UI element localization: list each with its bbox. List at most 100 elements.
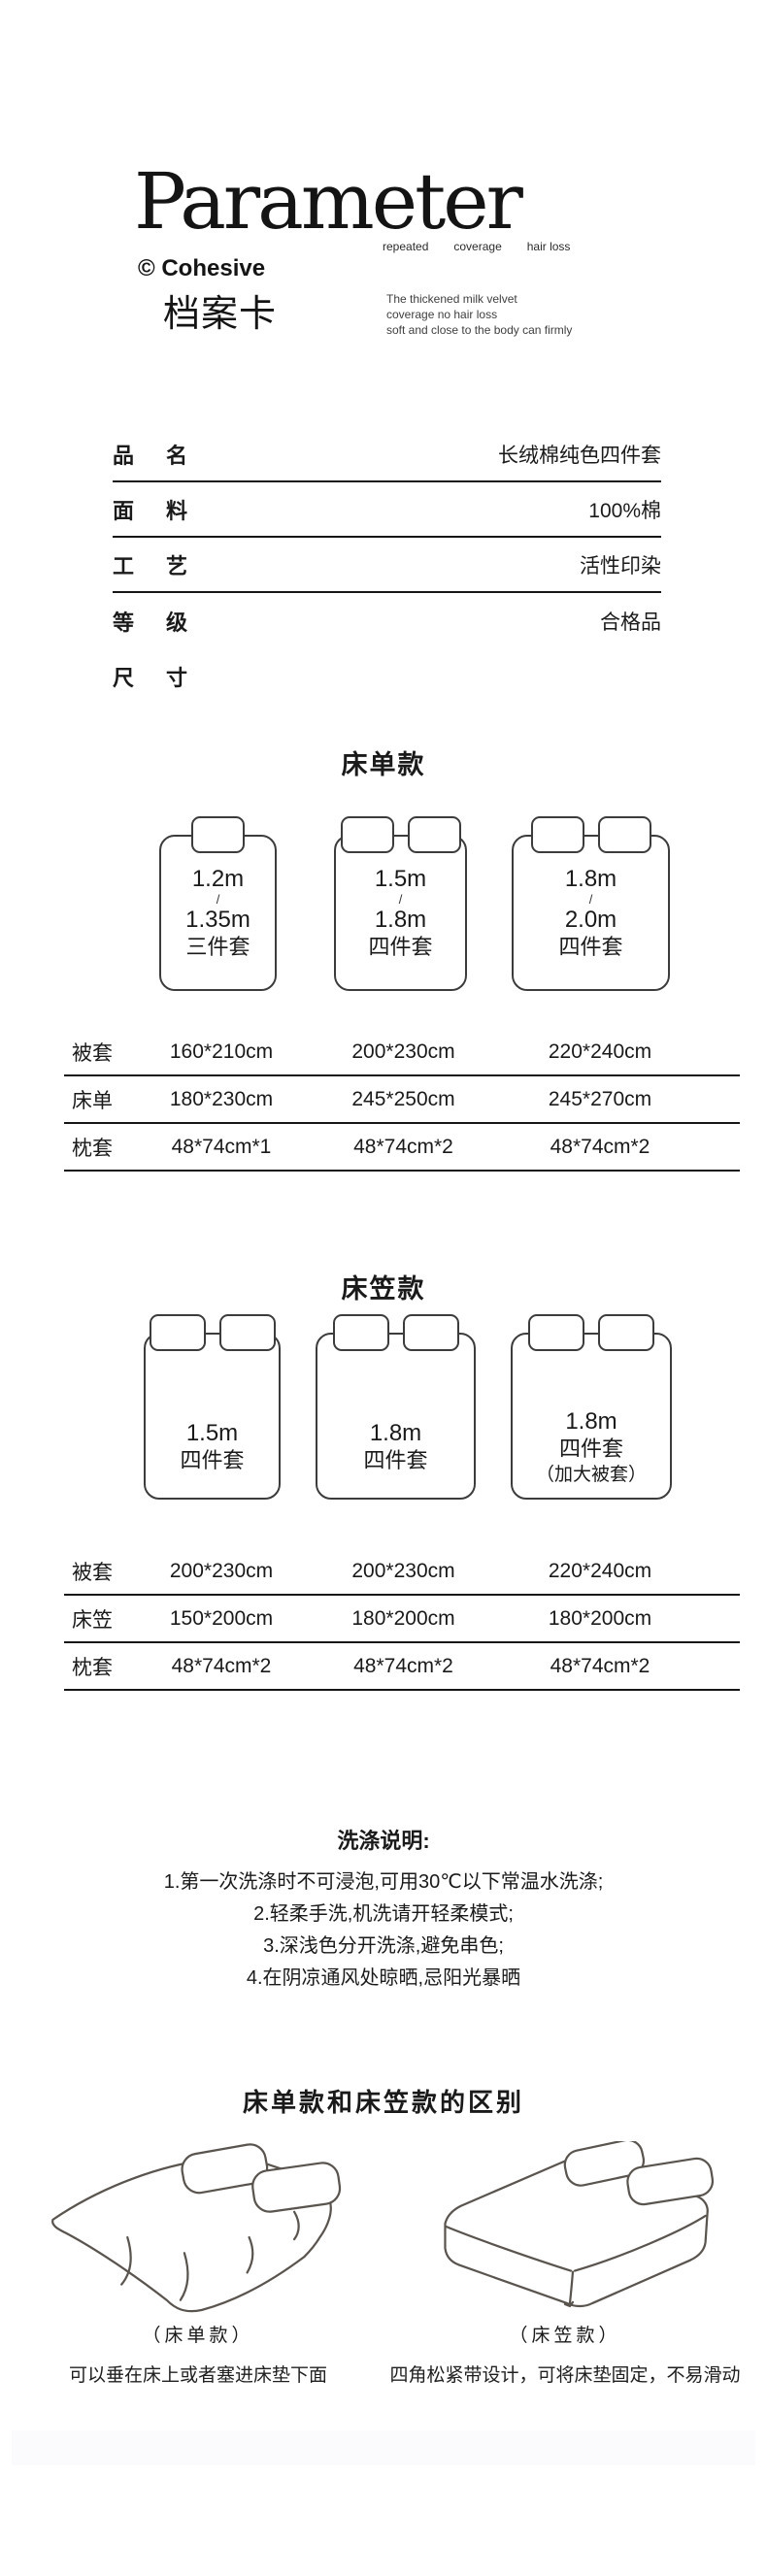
pillow-icon — [530, 816, 584, 853]
header-desc-line: soft and close to the body can firmly — [386, 323, 573, 337]
header-keywords: repeated coverage hair loss — [383, 240, 570, 253]
bed-diagram-1p2m: 1.2m / 1.35m 三件套 — [159, 816, 277, 991]
washing-line: 4.在阴凉通风处晾晒,忌阳光暴晒 — [246, 1967, 521, 1989]
keyword-coverage: coverage — [453, 240, 502, 253]
pillow-icon — [597, 816, 651, 853]
page-title: Parameter — [134, 156, 523, 247]
keyword-repeated: repeated — [383, 240, 429, 253]
spec-value: 100%棉 — [588, 499, 661, 522]
pillow-icon — [332, 1314, 389, 1351]
fitted-size-table: 被套 200*230cm 200*230cm 220*240cm 床笠 150*… — [64, 1548, 740, 1691]
header-desc-line: The thickened milk velvet — [386, 292, 517, 306]
bed-body: 1.5m / 1.8m 四件套 — [334, 835, 467, 991]
bed-body: 1.8m 四件套 — [316, 1333, 476, 1500]
fitted-style-caption: （床笠款） — [509, 2326, 621, 2346]
cell-value: 180*200cm — [548, 1606, 652, 1630]
bed-note: （加大被套） — [535, 1465, 647, 1485]
cell-value: 200*230cm — [351, 1040, 455, 1063]
cell-value: 160*210cm — [169, 1040, 274, 1063]
keyword-hair-loss: hair loss — [526, 240, 571, 253]
cell-value: 220*240cm — [548, 1559, 652, 1582]
bed-diagram-fitted-1p5m: 1.5m 四件套 — [144, 1314, 281, 1500]
bed-size-slash: / — [398, 891, 403, 907]
bed-body: 1.8m / 2.0m 四件套 — [512, 835, 670, 991]
bed-set-label: 四件套 — [368, 934, 433, 959]
bed-size-1: 1.8m — [369, 1420, 422, 1446]
washing-line: 1.第一次洗涤时不可浸泡,可用30℃以下常温水洗涤; — [163, 1871, 604, 1893]
cell-value: 48*74cm*1 — [171, 1135, 272, 1158]
spec-value: 活性印染 — [580, 554, 661, 578]
cell-value: 48*74cm*2 — [171, 1654, 272, 1677]
pillow-row — [530, 816, 651, 853]
pillow-icon — [340, 816, 394, 853]
washing-line: 2.轻柔手洗,机洗请开轻柔模式; — [253, 1903, 514, 1925]
bed-set-label: 四件套 — [558, 934, 623, 959]
cell-value: 200*230cm — [351, 1559, 455, 1582]
sheet-style-description: 可以垂在床上或者塞进床垫下面 — [68, 2365, 327, 2386]
bed-diagram-fitted-1p8m: 1.8m 四件套 — [316, 1314, 476, 1500]
header-description: The thickened milk velvet coverage no ha… — [386, 291, 572, 338]
pillow-row — [332, 1314, 459, 1351]
row-label: 床单 — [72, 1089, 113, 1112]
sheet-style-bed-illustration — [37, 2141, 351, 2322]
bed-diagram-fitted-1p8m-xl: 1.8m 四件套 （加大被套） — [511, 1314, 672, 1500]
pillow-icon — [218, 1314, 276, 1351]
cell-value: 220*240cm — [548, 1040, 652, 1063]
pillow-row — [340, 816, 461, 853]
table-row-sheet: 床单 180*230cm 245*250cm 245*270cm — [64, 1076, 740, 1124]
spec-label: 面料 — [113, 498, 220, 523]
cell-value: 48*74cm*2 — [353, 1654, 453, 1677]
cell-value: 150*200cm — [169, 1606, 274, 1630]
sheet-style-caption: （床单款） — [142, 2326, 254, 2346]
table-row-duvet: 被套 200*230cm 200*230cm 220*240cm — [64, 1548, 740, 1596]
sheet-size-table: 被套 160*210cm 200*230cm 220*240cm 床单 180*… — [64, 1029, 740, 1172]
pillow-row — [528, 1314, 654, 1351]
bed-size-2: 1.8m — [374, 906, 427, 933]
bottom-band — [12, 2430, 755, 2465]
bed-size-slash: / — [216, 891, 220, 907]
table-row-pillowcase: 枕套 48*74cm*1 48*74cm*2 48*74cm*2 — [64, 1124, 740, 1172]
table-row-pillowcase: 枕套 48*74cm*2 48*74cm*2 48*74cm*2 — [64, 1643, 740, 1691]
fitted-section-title: 床笠款 — [341, 1274, 426, 1304]
pillow-icon — [598, 1314, 654, 1351]
spec-row-fabric: 面料 100%棉 — [113, 482, 661, 538]
sheet-section-title: 床单款 — [341, 750, 426, 779]
pillow-icon — [528, 1314, 584, 1351]
washing-instructions: 洗涤说明: 1.第一次洗涤时不可浸泡,可用30℃以下常温水洗涤; 2.轻柔手洗,… — [0, 1825, 767, 1995]
subtitle-cn: 档案卡 — [163, 294, 278, 335]
cell-value: 200*230cm — [169, 1559, 274, 1582]
spec-row-craft: 工艺 活性印染 — [113, 538, 661, 593]
bed-set-label: 四件套 — [558, 1437, 623, 1461]
fitted-style-bed-illustration — [416, 2141, 730, 2308]
difference-title: 床单款和床笠款的区别 — [242, 2088, 524, 2117]
cell-value: 245*270cm — [548, 1087, 652, 1110]
pillow-row — [191, 816, 245, 853]
header-desc-line: coverage no hair loss — [386, 308, 498, 321]
table-row-duvet: 被套 160*210cm 200*230cm 220*240cm — [64, 1029, 740, 1076]
bed-size-slash: / — [588, 891, 593, 907]
bed-diagram-1p8m: 1.8m / 2.0m 四件套 — [512, 816, 670, 991]
bed-size-2: 2.0m — [564, 906, 617, 933]
row-label: 被套 — [72, 1561, 113, 1584]
pillow-icon — [191, 816, 245, 853]
fitted-style-description: 四角松紧带设计，可将床垫固定，不易滑动 — [389, 2365, 741, 2386]
spec-value: 长绒棉纯色四件套 — [498, 444, 661, 467]
cell-value: 48*74cm*2 — [550, 1135, 650, 1158]
pillow-icon — [149, 1314, 206, 1351]
washing-title: 洗涤说明: — [337, 1829, 430, 1853]
bed-size-1: 1.8m — [564, 865, 617, 892]
spec-label: 等级 — [113, 610, 220, 635]
cell-value: 48*74cm*2 — [353, 1135, 453, 1158]
cell-value: 180*200cm — [351, 1606, 455, 1630]
spec-label: 尺寸 — [113, 665, 220, 690]
bed-set-label: 四件套 — [180, 1448, 245, 1472]
bed-body: 1.5m 四件套 — [144, 1333, 281, 1500]
spec-value: 合格品 — [600, 611, 661, 634]
spec-label: 工艺 — [113, 553, 220, 578]
bed-size-2: 1.35m — [185, 906, 250, 933]
bed-set-label: 四件套 — [363, 1448, 428, 1472]
table-row-fitted-sheet: 床笠 150*200cm 180*200cm 180*200cm — [64, 1596, 740, 1643]
spec-row-grade: 等级 合格品 — [113, 593, 661, 648]
bed-size-1: 1.5m — [374, 865, 427, 892]
